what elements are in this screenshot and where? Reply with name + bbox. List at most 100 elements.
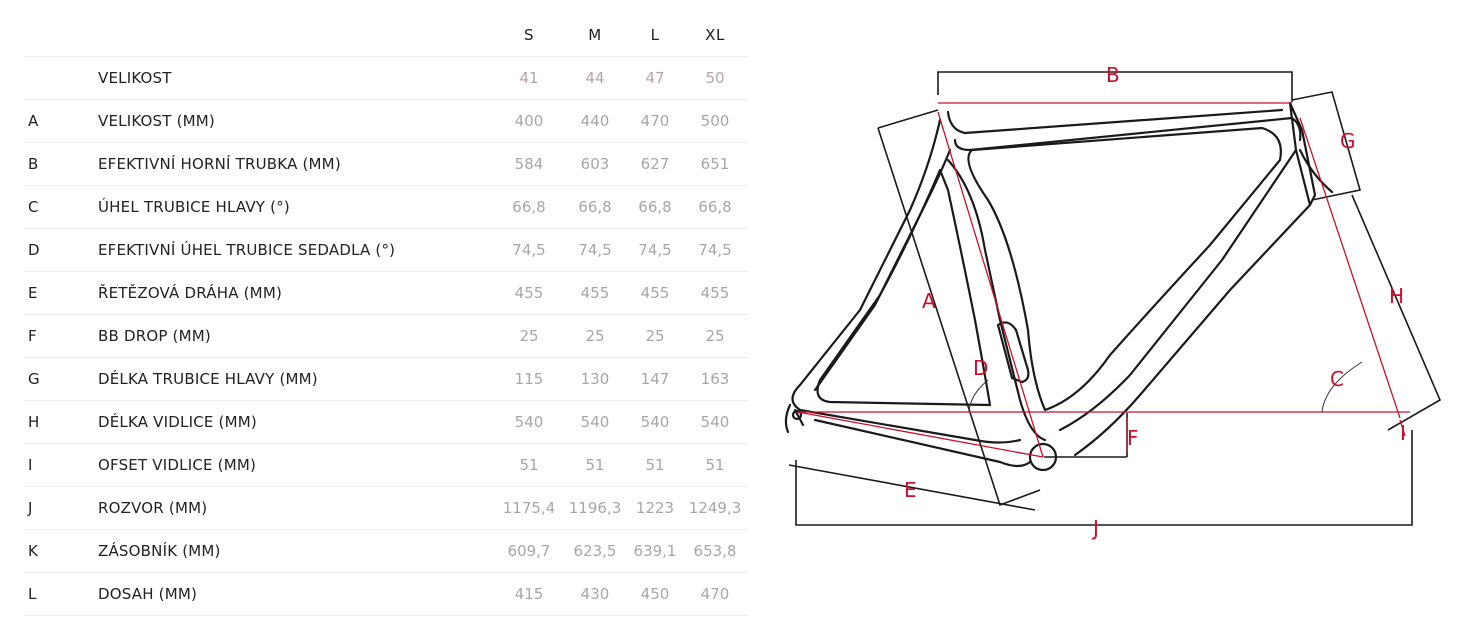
bike-frame-drawing <box>784 101 1334 472</box>
row-code: G <box>28 370 40 388</box>
value-xl: 651 <box>700 155 730 173</box>
table-row: F BB DROP (MM) 25 25 25 25 <box>24 314 748 357</box>
value-s: 1175,4 <box>502 499 556 517</box>
table-row: B EFEKTIVNÍ HORNÍ TRUBKA (MM) 584 603 62… <box>24 142 748 185</box>
table-row: K ZÁSOBNÍK (MM) 609,7 623,5 639,1 653,8 <box>24 529 748 572</box>
value-xl: 51 <box>705 456 725 474</box>
value-l: 540 <box>640 413 670 431</box>
row-code: D <box>28 241 40 259</box>
value-s: 540 <box>514 413 544 431</box>
value-xl: 50 <box>705 69 725 87</box>
value-l: 25 <box>645 327 665 345</box>
value-l: 470 <box>640 112 670 130</box>
table-row: J ROZVOR (MM) 1175,4 1196,3 1223 1249,3 <box>24 486 748 529</box>
value-m: 66,8 <box>578 198 612 216</box>
row-code: I <box>28 456 33 474</box>
row-label: DOSAH (MM) <box>98 585 198 603</box>
value-l: 1223 <box>635 499 675 517</box>
dim-label-e: E <box>904 478 917 502</box>
row-label: ZÁSOBNÍK (MM) <box>98 542 221 560</box>
value-l: 47 <box>645 69 665 87</box>
value-l: 147 <box>640 370 670 388</box>
row-code: J <box>28 499 33 517</box>
row-label: OFSET VIDLICE (MM) <box>98 456 257 474</box>
row-label: VELIKOST <box>98 69 172 87</box>
value-m: 44 <box>585 69 605 87</box>
dim-label-b: B <box>1106 63 1120 87</box>
value-xl: 25 <box>705 327 725 345</box>
value-l: 627 <box>640 155 670 173</box>
value-xl: 470 <box>700 585 730 603</box>
value-s: 25 <box>519 327 539 345</box>
value-s: 51 <box>519 456 539 474</box>
value-m: 51 <box>585 456 605 474</box>
value-xl: 540 <box>700 413 730 431</box>
dim-label-d: D <box>973 356 988 380</box>
dim-label-c: C <box>1330 367 1344 391</box>
row-code: F <box>28 327 37 345</box>
dim-label-g: G <box>1340 129 1356 153</box>
dim-label-h: H <box>1389 284 1404 308</box>
value-s: 400 <box>514 112 544 130</box>
row-label: ÚHEL TRUBICE HLAVY (°) <box>98 198 290 216</box>
dim-label-f: F <box>1127 426 1139 450</box>
value-xl: 74,5 <box>698 241 732 259</box>
table-row: A VELIKOST (MM) 400 440 470 500 <box>24 99 748 142</box>
row-code: C <box>28 198 39 216</box>
value-s: 115 <box>514 370 544 388</box>
value-s: 455 <box>514 284 544 302</box>
table-header: S M L XL <box>24 14 748 56</box>
size-header-s: S <box>523 26 535 44</box>
size-header-xl: XL <box>705 26 725 44</box>
row-code: L <box>28 585 37 603</box>
row-label: DÉLKA TRUBICE HLAVY (MM) <box>98 370 318 388</box>
value-xl: 653,8 <box>693 542 737 560</box>
row-code: A <box>28 112 39 130</box>
dimension-lines <box>788 71 1442 526</box>
value-l: 639,1 <box>633 542 677 560</box>
table-row: I OFSET VIDLICE (MM) 51 51 51 51 <box>24 443 748 486</box>
row-label: DÉLKA VIDLICE (MM) <box>98 413 257 431</box>
value-xl: 500 <box>700 112 730 130</box>
value-l: 74,5 <box>638 241 672 259</box>
value-l: 455 <box>640 284 670 302</box>
row-label: ŘETĚZOVÁ DRÁHA (MM) <box>98 284 283 302</box>
value-s: 66,8 <box>512 198 546 216</box>
value-s: 74,5 <box>512 241 546 259</box>
value-m: 130 <box>580 370 610 388</box>
row-label: EFEKTIVNÍ HORNÍ TRUBKA (MM) <box>98 155 341 173</box>
size-header-m: M <box>588 26 602 44</box>
value-l: 51 <box>645 456 665 474</box>
value-s: 415 <box>514 585 544 603</box>
value-m: 455 <box>580 284 610 302</box>
row-code: E <box>28 284 38 302</box>
value-m: 1196,3 <box>568 499 622 517</box>
row-code: B <box>28 155 39 173</box>
table-row: C ÚHEL TRUBICE HLAVY (°) 66,8 66,8 66,8 … <box>24 185 748 228</box>
row-code: H <box>28 413 40 431</box>
value-s: 609,7 <box>507 542 551 560</box>
value-l: 450 <box>640 585 670 603</box>
dim-label-i: I <box>1400 421 1406 445</box>
value-m: 25 <box>585 327 605 345</box>
table-row: E ŘETĚZOVÁ DRÁHA (MM) 455 455 455 455 <box>24 271 748 314</box>
value-m: 623,5 <box>573 542 617 560</box>
value-m: 603 <box>580 155 610 173</box>
value-s: 584 <box>514 155 544 173</box>
geometry-table: S M L XL VELIKOST 41 44 47 50 A VELIKOST… <box>24 14 748 616</box>
value-xl: 66,8 <box>698 198 732 216</box>
row-label: VELIKOST (MM) <box>98 112 215 130</box>
value-m: 440 <box>580 112 610 130</box>
table-row: L DOSAH (MM) 415 430 450 470 <box>24 572 748 616</box>
frame-geometry-diagram: B G H A D C F E J I <box>784 63 1442 540</box>
value-m: 430 <box>580 585 610 603</box>
table-row: G DÉLKA TRUBICE HLAVY (MM) 115 130 147 1… <box>24 357 748 400</box>
dimension-labels: B G H A D C F E J I <box>904 63 1406 540</box>
value-xl: 163 <box>700 370 730 388</box>
table-row: D EFEKTIVNÍ ÚHEL TRUBICE SEDADLA (°) 74,… <box>24 228 748 271</box>
value-l: 66,8 <box>638 198 672 216</box>
dim-label-j: J <box>1091 516 1099 540</box>
value-xl: 455 <box>700 284 730 302</box>
table-row: VELIKOST 41 44 47 50 <box>24 56 748 99</box>
row-label: BB DROP (MM) <box>98 327 211 345</box>
